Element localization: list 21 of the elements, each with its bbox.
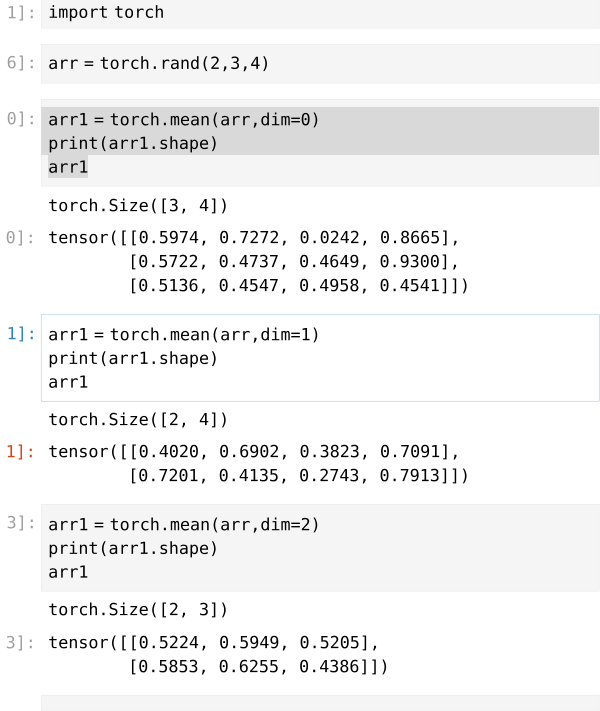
code-cell: arr1 = torch.mean(arr,dim=2) print(arr1.shape) arr1 (41, 504, 600, 592)
input-prompt: 3]: (8, 516, 33, 530)
output-text: tensor([[0.4020, 0.6902, 0.3823, 0.7091], (49, 444, 456, 460)
empty-code-cell (41, 695, 600, 711)
output-prompt: 1]: (8, 444, 32, 460)
code-cell: arr1 = torch.mean(arr,dim=0) print(arr1.shape) arr1 (41, 99, 600, 186)
input-prompt: 1]: (8, 6, 33, 20)
output-prompt: 0]: (6, 230, 32, 246)
output-prompt: 3]: (6, 636, 32, 650)
code-cell: arr = torch.rand(2,3,4) (41, 44, 600, 84)
code-cell: arr1 = torch.mean(arr,dim=1) print(arr1.shape) arr1 (41, 314, 600, 402)
output-text: [0.5136, 0.4547, 0.4958, 0.4541]]) (132, 278, 467, 294)
code-cell: import torch (41, 0, 600, 28)
output-text: [0.7201, 0.4135, 0.2743, 0.7913]]) (132, 468, 467, 484)
input-prompt: 0]: (8, 112, 33, 126)
output-text: tensor([[0.5974, 0.7272, 0.0242, 0.8665], (49, 230, 456, 246)
output-text: tensor([[0.5224, 0.5949, 0.5205], (49, 636, 376, 651)
input-prompt: 6]: (8, 56, 33, 70)
output-text: [0.5722, 0.4737, 0.4649, 0.9300], (132, 254, 456, 270)
output-text: [0.5853, 0.6255, 0.4386]]) (132, 660, 386, 675)
input-prompt: 1]: (8, 326, 33, 342)
